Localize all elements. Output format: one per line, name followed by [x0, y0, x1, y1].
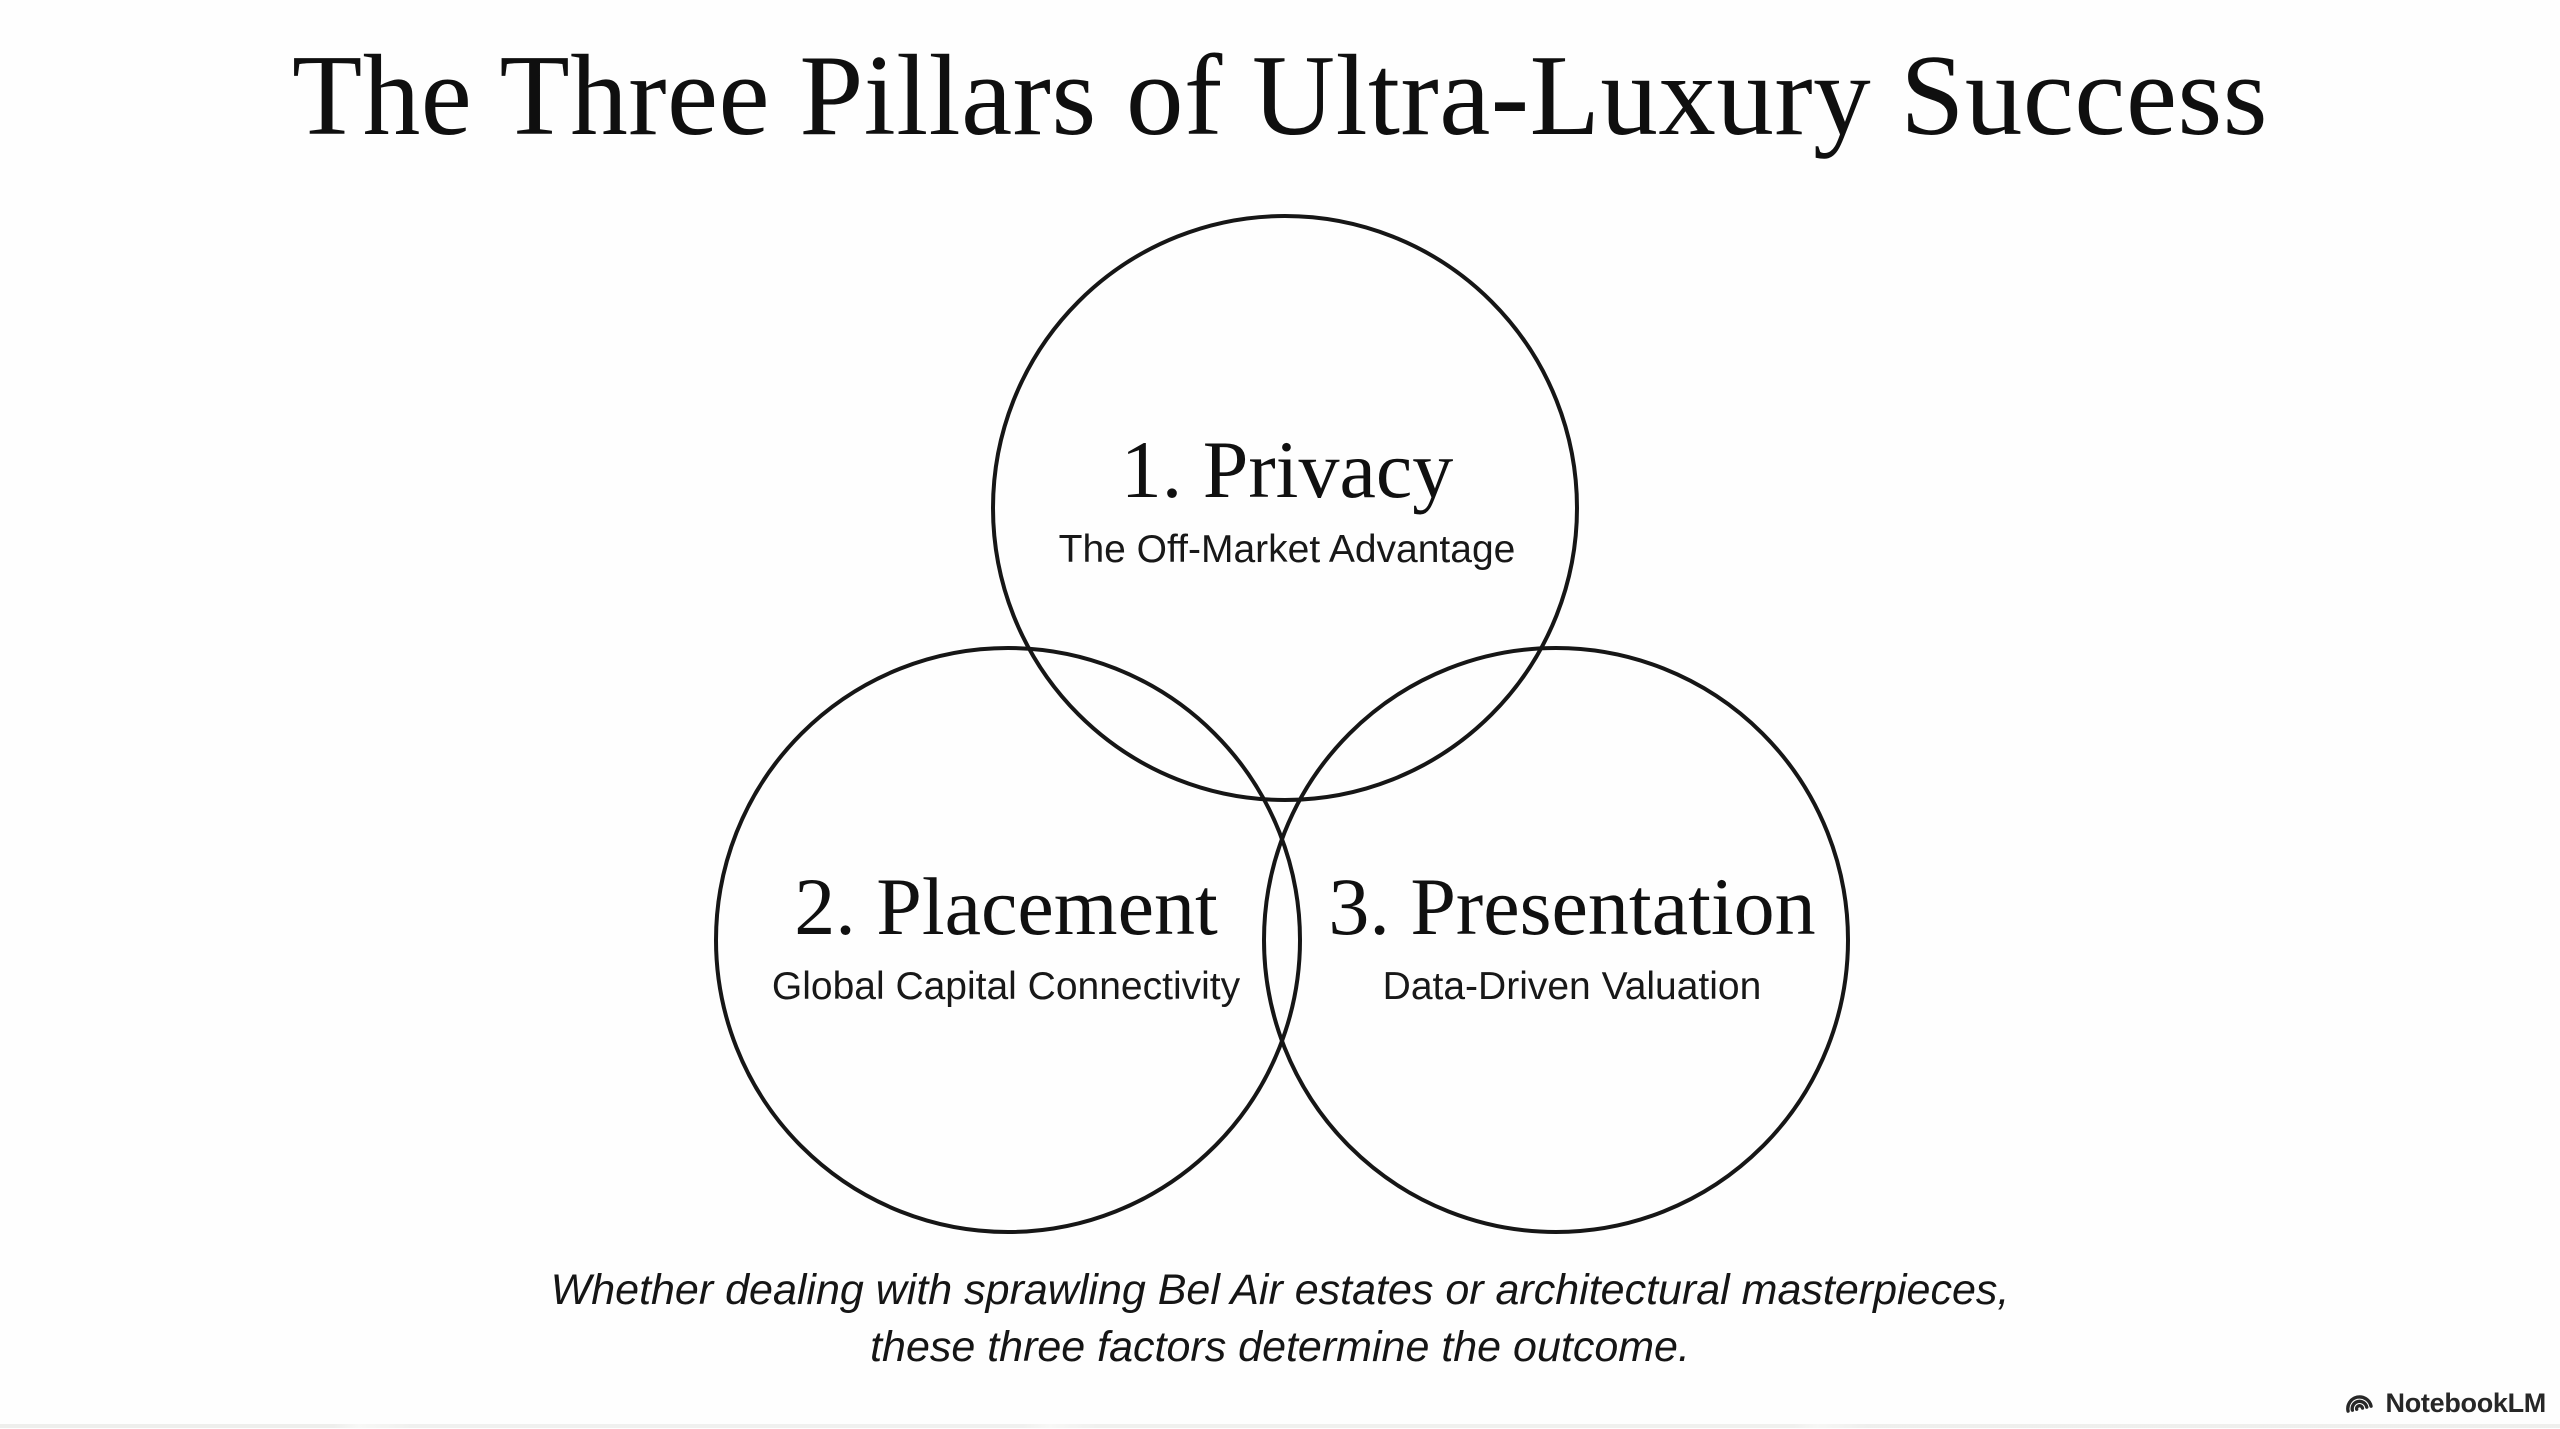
placement-subtitle: Global Capital Connectivity: [771, 965, 1241, 1009]
placement-heading: 2. Placement: [794, 861, 1218, 952]
privacy-subtitle: The Off-Market Advantage: [1058, 528, 1516, 572]
footer-line-1: Whether dealing with sprawling Bel Air e…: [550, 1266, 2010, 1314]
placement-circle: [714, 646, 1302, 1234]
footer-note: Whether dealing with sprawling Bel Air e…: [0, 1262, 2560, 1376]
presentation-circle: [1262, 646, 1850, 1234]
video-progress-artifact: [0, 1424, 2560, 1428]
placement-label: 2. Placement Global Capital Connectivity: [606, 861, 1406, 1011]
privacy-circle: [991, 214, 1579, 802]
presentation-heading: 3. Presentation: [1328, 861, 1816, 952]
presentation-label: 3. Presentation Data-Driven Valuation: [1172, 861, 1972, 1011]
page-title: The Three Pillars of Ultra-Luxury Succes…: [291, 32, 2268, 159]
footer-line-2: these three factors determine the outcom…: [870, 1323, 1690, 1372]
presentation-subtitle: Data-Driven Valuation: [1382, 965, 1762, 1009]
notebooklm-wordmark: NotebookLM: [2385, 1388, 2547, 1418]
notebooklm-branding: NotebookLM: [2345, 1388, 2547, 1419]
privacy-heading: 1. Privacy: [1120, 424, 1454, 515]
notebooklm-wave-icon: [2345, 1395, 2373, 1413]
privacy-label: 1. Privacy The Off-Market Advantage: [887, 424, 1687, 574]
